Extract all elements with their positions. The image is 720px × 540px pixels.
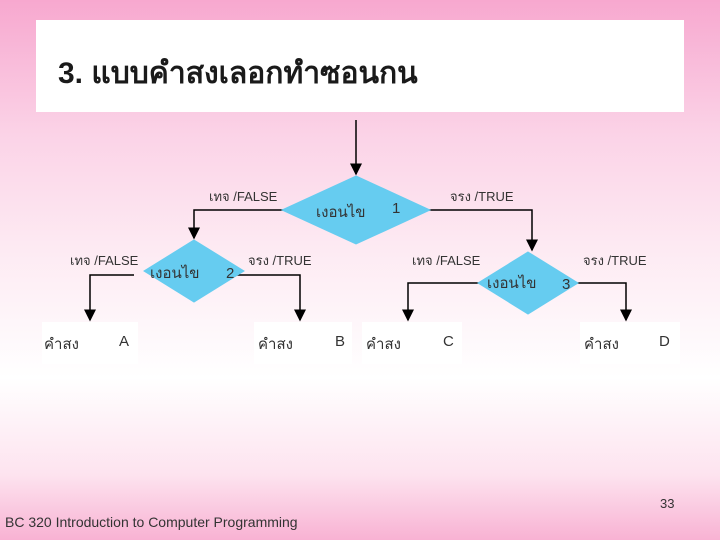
c2-true-arrow	[228, 274, 306, 322]
statement-b-letter: B	[335, 333, 346, 350]
statement-c-box	[362, 322, 462, 364]
statement-d-text: คำสง	[584, 336, 619, 353]
statement-d-box	[580, 322, 680, 364]
condition-1-number: 1	[392, 200, 401, 217]
condition-2-text: เงอนไข	[150, 265, 200, 282]
slide-title: 3. แบบคำสงเลอกทำซอนกน	[58, 57, 418, 90]
condition-1-diamond	[280, 175, 432, 245]
condition-3-diamond	[477, 251, 579, 315]
statement-d-letter: D	[659, 333, 670, 350]
c3-false-label: เทจ /FALSE	[412, 253, 481, 268]
footer-text: BC 320 Introduction to Computer Programm…	[5, 514, 298, 530]
c3-true-label: จรง /TRUE	[583, 253, 647, 268]
c1-true-arrow	[426, 209, 538, 252]
c1-true-label: จรง /TRUE	[450, 189, 514, 204]
condition-3-text: เงอนไข	[487, 275, 537, 292]
page-number: 33	[660, 496, 675, 511]
title-box: 3. แบบคำสงเลอกทำซอนกน	[36, 20, 684, 112]
c2-false-label: เทจ /FALSE	[70, 253, 139, 268]
statement-a-box	[42, 322, 138, 364]
statement-c-letter: C	[443, 333, 454, 350]
statement-b-text: คำสง	[258, 336, 293, 353]
c2-false-arrow	[84, 274, 134, 322]
condition-2-diamond	[143, 239, 245, 303]
condition-2-number: 2	[226, 265, 235, 282]
c3-false-arrow	[402, 282, 486, 322]
statement-a-text: คำสง	[44, 336, 79, 353]
condition-1-text: เงอนไข	[316, 204, 366, 221]
c2-true-label: จรง /TRUE	[248, 253, 312, 268]
c1-false-label: เทจ /FALSE	[209, 189, 278, 204]
condition-3-number: 3	[562, 276, 571, 293]
c1-false-arrow	[188, 209, 288, 240]
c3-true-arrow	[566, 282, 632, 322]
statement-b-box	[254, 322, 352, 364]
statement-c-text: คำสง	[366, 336, 401, 353]
statement-a-letter: A	[119, 333, 130, 350]
